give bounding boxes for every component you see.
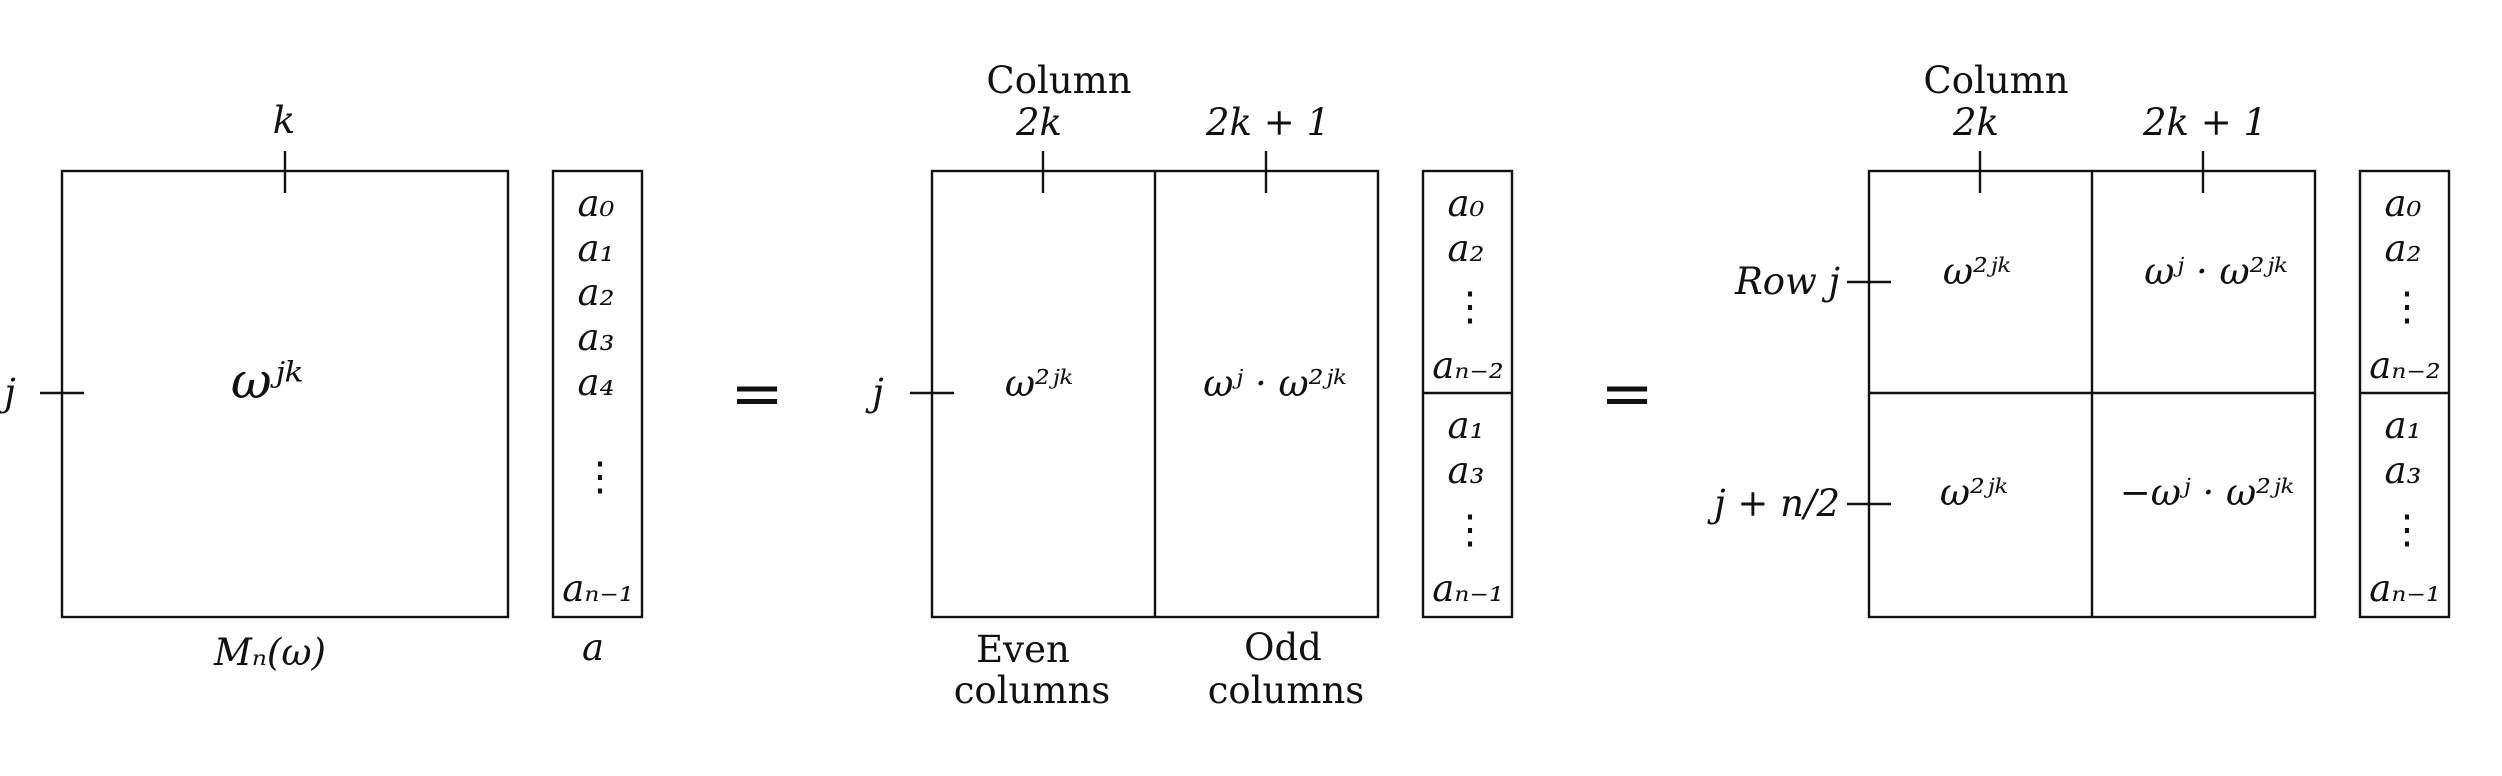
middle-vector-entry: aₙ₋₁ bbox=[1432, 567, 1503, 610]
right-entry-top-right: ωʲ · ω²ʲᵏ bbox=[2144, 250, 2288, 293]
right-vector-entry: a₃ bbox=[2385, 449, 2422, 492]
even-columns-label-line2: columns bbox=[954, 669, 1111, 712]
middle-vector-entry: aₙ₋₂ bbox=[1432, 344, 1503, 387]
middle-row-label: j bbox=[865, 371, 883, 414]
right-panel: Column 2k 2k + 1 Row j j + n/2 ω²ʲᵏ ωʲ ·… bbox=[1707, 59, 2451, 619]
right-col-label-odd: 2k + 1 bbox=[2142, 101, 2267, 144]
left-vector-entry: a₃ bbox=[578, 316, 615, 359]
left-matrix-label: Mₙ(ω) bbox=[213, 631, 326, 674]
right-entry-bottom-right: −ωʲ · ω²ʲᵏ bbox=[2120, 471, 2295, 514]
equals-sign-2: = bbox=[1600, 357, 1654, 431]
left-vector-entry: a₂ bbox=[578, 271, 615, 314]
left-matrix-entry: ωʲᵏ bbox=[231, 352, 303, 410]
vertical-ellipsis: ⋮ bbox=[2387, 507, 2427, 553]
vertical-ellipsis: ⋮ bbox=[1450, 507, 1490, 553]
right-vector-entry: aₙ₋₁ bbox=[2369, 567, 2440, 610]
right-vector-entry: a₀ bbox=[2385, 182, 2422, 225]
left-vector-entry: a₄ bbox=[578, 361, 615, 404]
right-vector-entry: aₙ₋₂ bbox=[2369, 344, 2440, 387]
right-entry-top-left: ω²ʲᵏ bbox=[1943, 250, 2011, 293]
left-panel: k j ωʲᵏ Mₙ(ω) a₀ a₁ a₂ a₃ a₄ ⋮ aₙ₋₁ a bbox=[0, 99, 644, 674]
middle-col-label-odd: 2k + 1 bbox=[1205, 101, 1330, 144]
right-column-word: Column bbox=[1923, 59, 2068, 102]
right-row-label-bottom: j + n/2 bbox=[1707, 482, 1840, 525]
left-vector-entry: a₀ bbox=[578, 182, 615, 225]
right-entry-bottom-left: ω²ʲᵏ bbox=[1940, 471, 2008, 514]
middle-entry-even: ω²ʲᵏ bbox=[1005, 362, 1073, 405]
left-vector-entry: a₁ bbox=[578, 227, 615, 270]
right-vector-entry: a₂ bbox=[2385, 227, 2422, 270]
even-columns-label-line1: Even bbox=[976, 628, 1070, 671]
left-col-label: k bbox=[273, 99, 295, 142]
vertical-ellipsis: ⋮ bbox=[580, 454, 620, 500]
middle-col-label-even: 2k bbox=[1015, 101, 1062, 144]
right-row-label-top: Row j bbox=[1734, 260, 1840, 303]
right-col-label-even: 2k bbox=[1952, 101, 1999, 144]
middle-vector-entry: a₂ bbox=[1448, 227, 1485, 270]
vertical-ellipsis: ⋮ bbox=[1450, 284, 1490, 330]
left-row-label: j bbox=[0, 371, 16, 414]
middle-vector-entry: a₃ bbox=[1448, 449, 1485, 492]
left-vector-box bbox=[551, 169, 644, 619]
right-vector-entry: a₁ bbox=[2385, 404, 2422, 447]
right-vector-entries: a₀ a₂ ⋮ aₙ₋₂ a₁ a₃ ⋮ aₙ₋₁ bbox=[2369, 182, 2440, 610]
odd-columns-label-line2: columns bbox=[1208, 669, 1365, 712]
left-vector-entries: a₀ a₁ a₂ a₃ a₄ ⋮ aₙ₋₁ bbox=[562, 182, 633, 610]
odd-columns-label-line1: Odd bbox=[1244, 626, 1322, 669]
middle-column-word: Column bbox=[986, 59, 1131, 102]
middle-vector-entry: a₁ bbox=[1448, 404, 1485, 447]
middle-vector-entry: a₀ bbox=[1448, 182, 1485, 225]
equals-sign-1: = bbox=[730, 357, 784, 431]
middle-vector-entries: a₀ a₂ ⋮ aₙ₋₂ a₁ a₃ ⋮ aₙ₋₁ bbox=[1432, 182, 1503, 610]
left-vector-entry: aₙ₋₁ bbox=[562, 567, 633, 610]
left-vector-label: a bbox=[582, 626, 604, 669]
vertical-ellipsis: ⋮ bbox=[2387, 284, 2427, 330]
middle-entry-odd: ωʲ · ω²ʲᵏ bbox=[1203, 362, 1347, 405]
middle-panel: Column 2k 2k + 1 j ω²ʲᵏ ωʲ · ω²ʲᵏ Even c… bbox=[865, 59, 1514, 712]
